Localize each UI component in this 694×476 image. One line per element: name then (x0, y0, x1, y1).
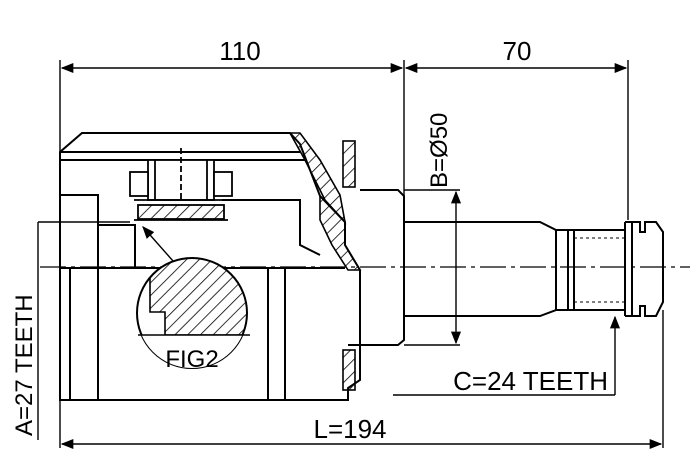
spline-dashes (574, 237, 625, 303)
dim-label-b: B=Ø50 (426, 113, 453, 188)
tripod-section (129, 148, 233, 221)
dim-label-70: 70 (503, 36, 532, 66)
fig2-detail (136, 257, 250, 369)
fig2-label: FIG2 (165, 346, 218, 373)
dim-label-a: A=27 TEETH (11, 294, 38, 436)
housing-section (288, 132, 362, 271)
clamp-ring (342, 140, 356, 391)
output-shaft (348, 189, 664, 346)
dim-label-110: 110 (219, 36, 260, 66)
dim-label-c: C=24 TEETH (453, 366, 608, 396)
dim-label-total: L=194 (313, 414, 386, 444)
dimension-lines (37, 62, 663, 450)
